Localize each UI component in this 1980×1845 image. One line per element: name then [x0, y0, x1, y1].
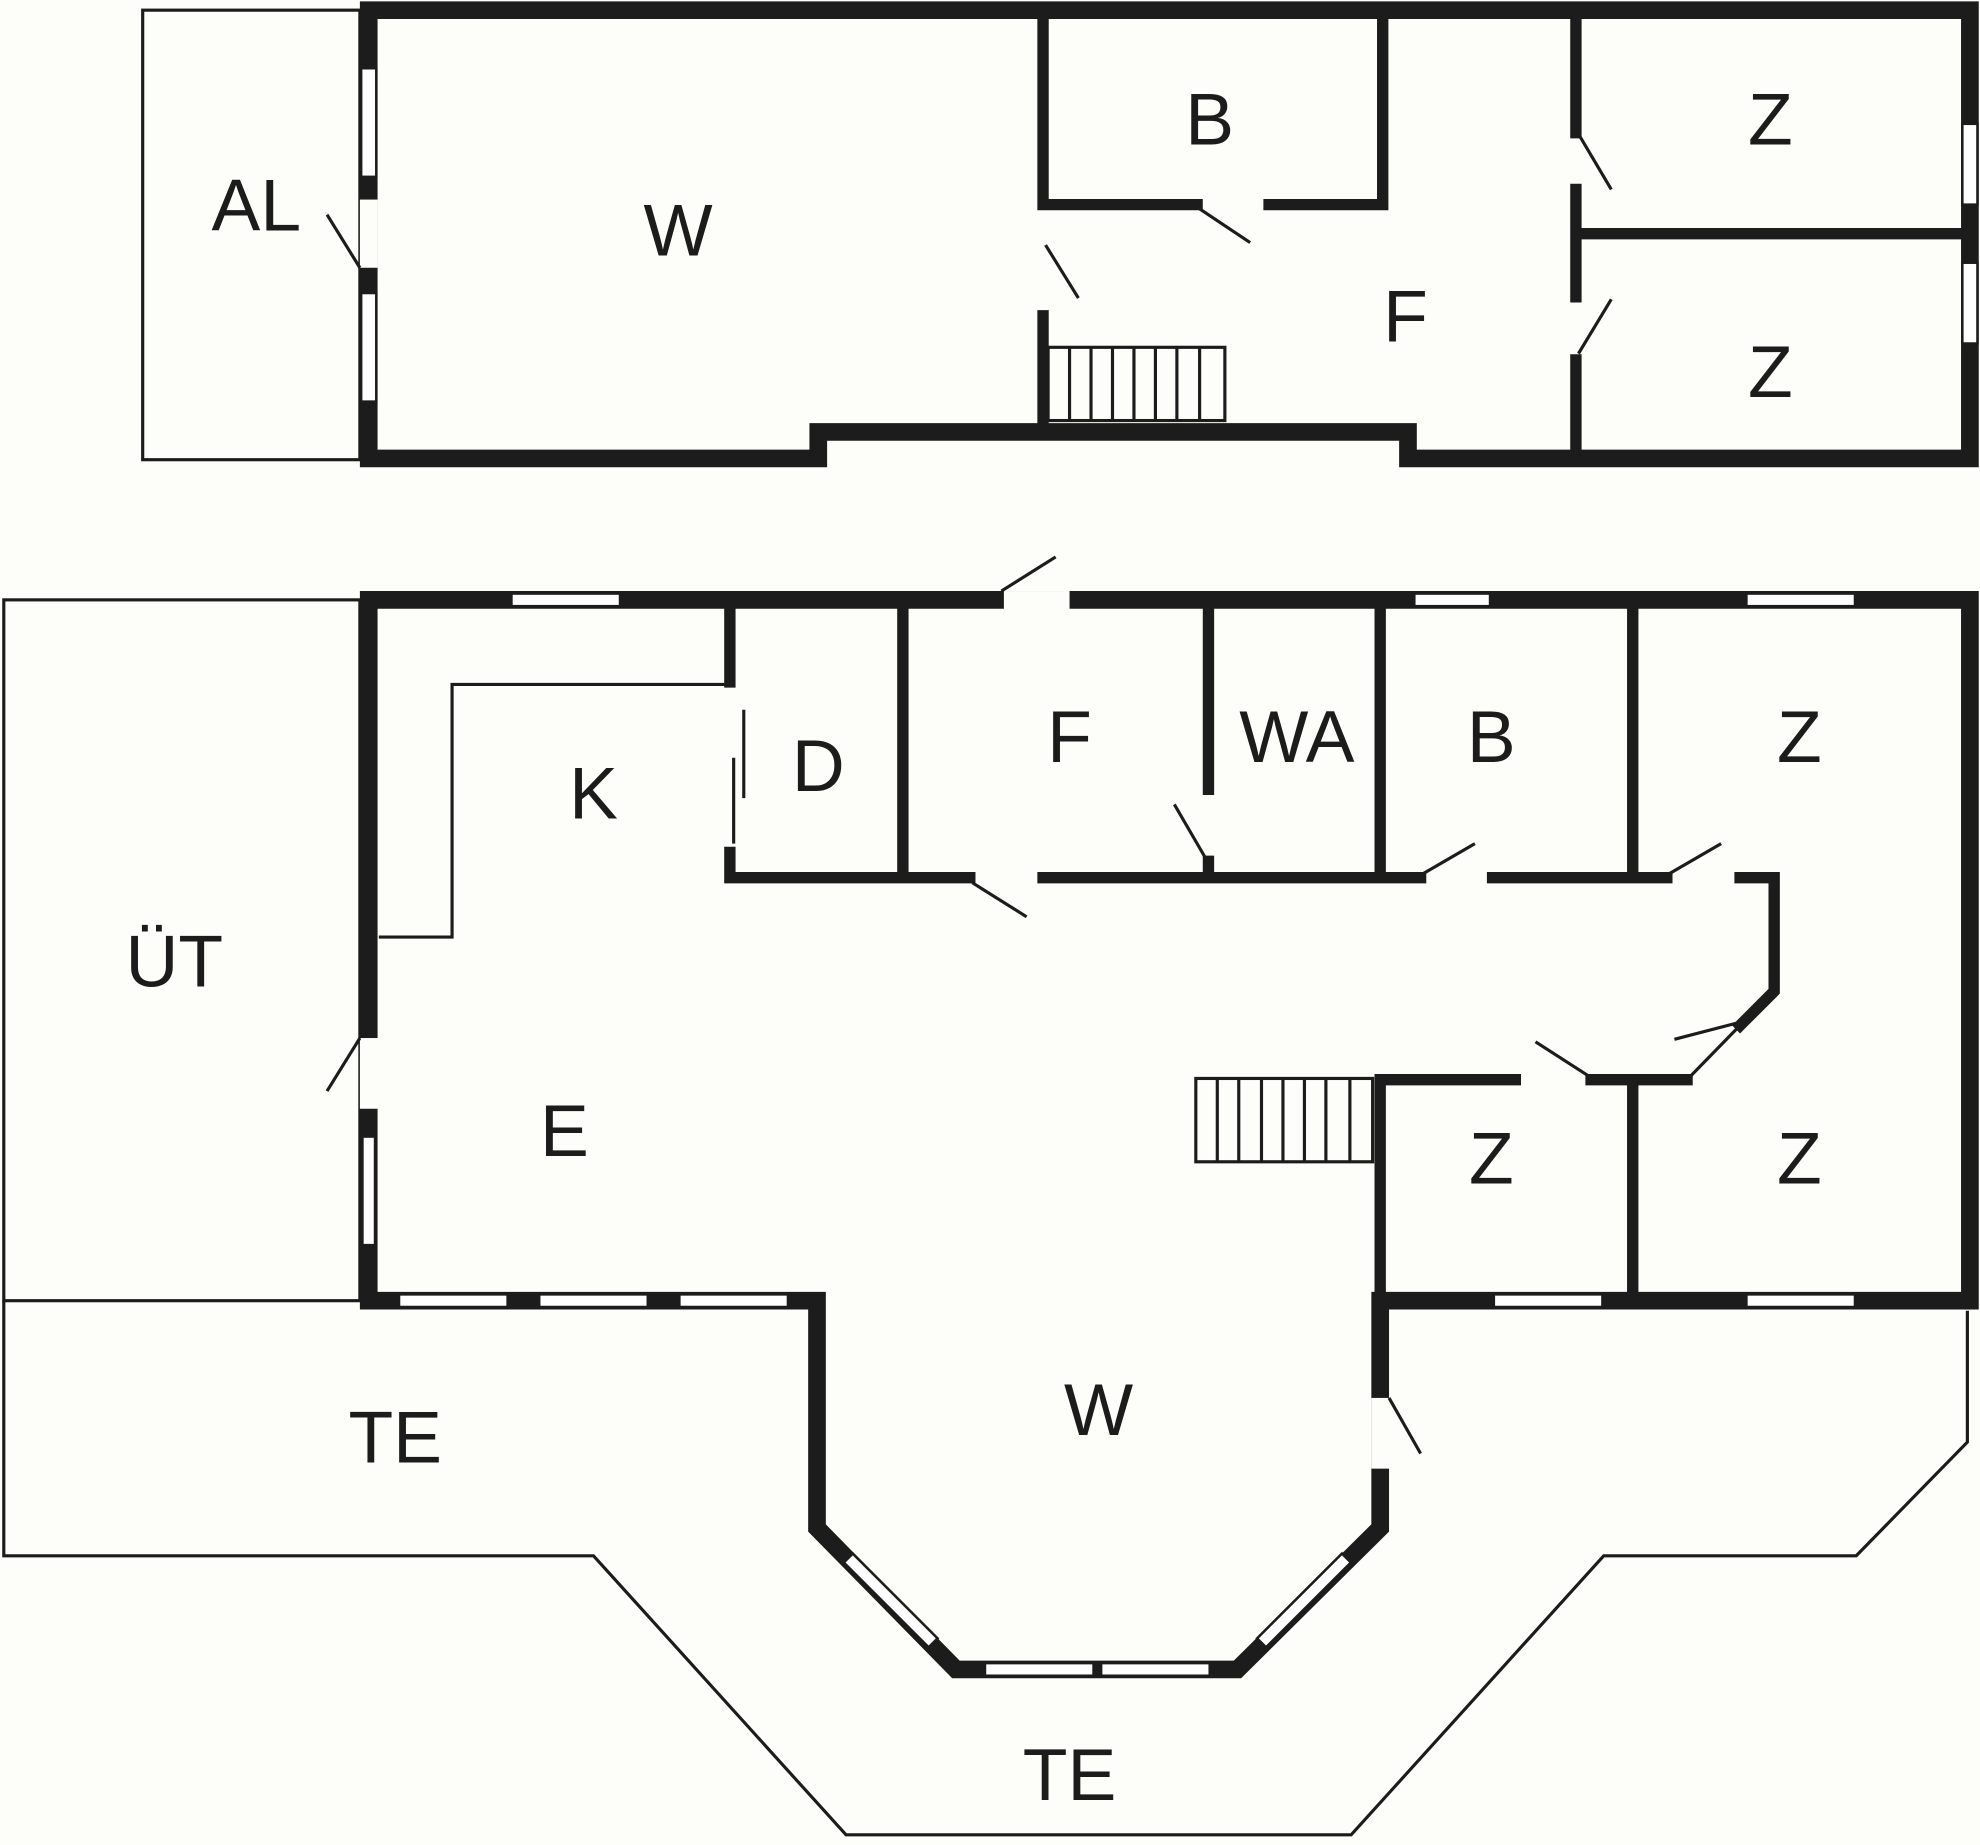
staircase — [1194, 1076, 1375, 1164]
door-swing — [1666, 842, 1722, 877]
room-label-z: Z — [1469, 1118, 1514, 1200]
room-label-b: B — [1467, 696, 1516, 778]
upper-floor: AL W B F Z Z — [141, 1, 1979, 468]
window — [510, 592, 622, 608]
window — [1255, 1551, 1353, 1650]
door-swing — [325, 1037, 362, 1092]
window — [537, 1293, 650, 1309]
door-swing — [325, 213, 362, 269]
window — [1745, 1293, 1857, 1309]
window — [1099, 1661, 1211, 1677]
door-swing — [1685, 1024, 1742, 1081]
room-label-te: TE — [348, 1397, 442, 1479]
room-label-wa: WA — [1239, 696, 1354, 778]
interior-wall — [1037, 13, 1389, 429]
interior-wall — [724, 600, 1780, 1034]
room-label-al: AL — [212, 164, 302, 246]
window — [361, 1135, 377, 1247]
ground-floor: ÜT K D F WA B Z E Z Z W TE TE — [2, 555, 1979, 1837]
window — [842, 1551, 940, 1650]
door-gap — [359, 1038, 379, 1109]
window — [678, 1293, 790, 1309]
kitchen-counter — [378, 682, 730, 939]
door-swing — [1172, 803, 1208, 860]
door-swing — [1577, 133, 1613, 191]
room-label-w: W — [1064, 1369, 1133, 1451]
window — [1961, 261, 1979, 345]
window — [1961, 122, 1979, 206]
door-swing — [971, 881, 1028, 919]
interior-wall — [1374, 1074, 1693, 1301]
staircase — [1046, 345, 1227, 423]
door-swing — [1387, 1397, 1422, 1455]
terrace-outline — [2, 1300, 1969, 1837]
room-label-f: F — [1047, 696, 1092, 778]
door-swing — [1674, 1021, 1738, 1041]
room-label-f: F — [1383, 275, 1428, 357]
window — [1492, 1293, 1604, 1309]
ground-outer-wall — [359, 591, 1979, 1679]
window — [983, 1661, 1095, 1677]
room-label-z: Z — [1777, 696, 1822, 778]
room-label-e: E — [540, 1090, 589, 1172]
door-swing — [1419, 842, 1476, 877]
room-label-k: K — [569, 753, 618, 835]
room-label-b: B — [1185, 78, 1234, 160]
interior-wall — [1570, 13, 1971, 456]
room-label-z: Z — [1748, 78, 1793, 160]
room-label-z: Z — [1777, 1118, 1822, 1200]
room-label-ut: ÜT — [125, 921, 223, 1003]
window — [1413, 592, 1492, 608]
window — [359, 66, 378, 179]
room-label-d: D — [792, 725, 845, 807]
door-gap — [1003, 591, 1070, 610]
window — [397, 1293, 509, 1309]
window — [1745, 592, 1857, 608]
door-swing — [1000, 555, 1057, 593]
room-label-te: TE — [1023, 1734, 1117, 1816]
window — [359, 291, 378, 403]
door-swing — [1196, 205, 1252, 244]
room-label-z: Z — [1748, 331, 1793, 413]
door-swing — [1534, 1040, 1590, 1078]
room-label-w: W — [644, 190, 713, 272]
door-swing — [1577, 298, 1613, 355]
door-swing — [1044, 244, 1080, 299]
door-gap — [1371, 1397, 1391, 1469]
door-gap — [359, 199, 378, 268]
